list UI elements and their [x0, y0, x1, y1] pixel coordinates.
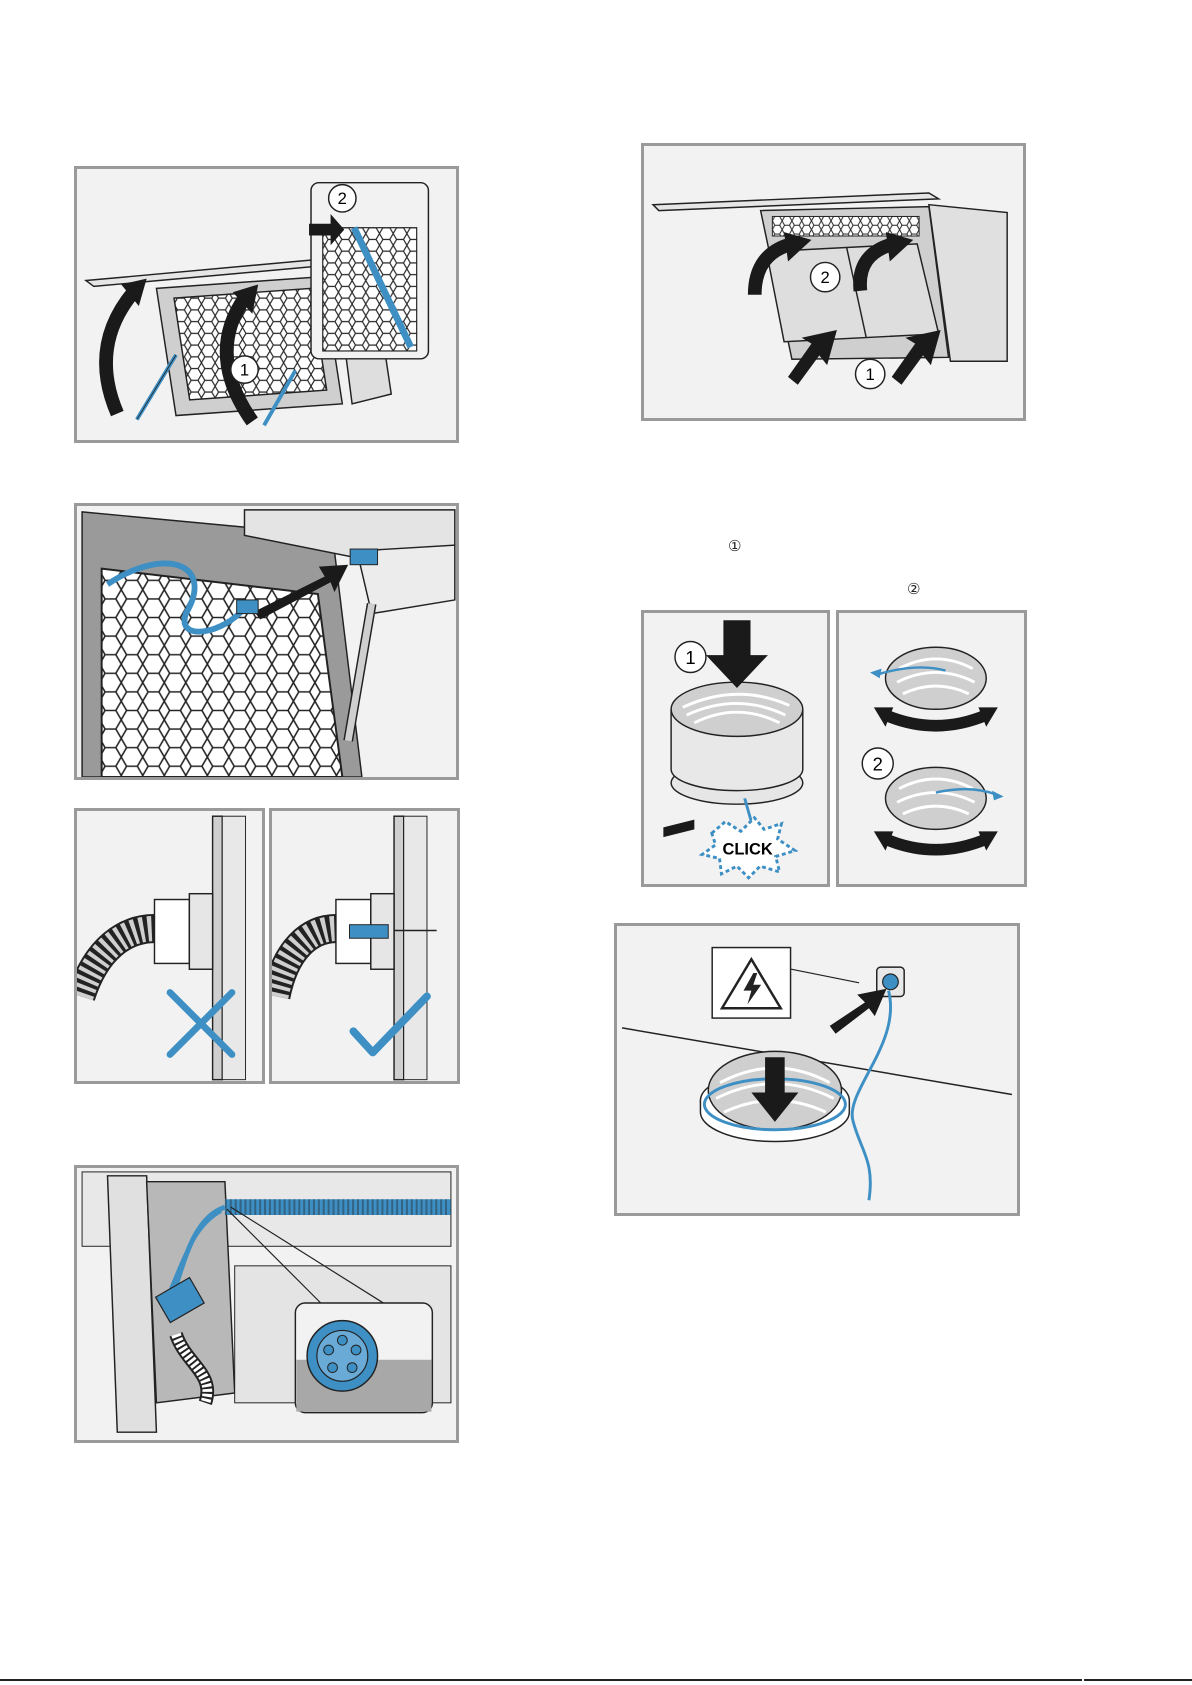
- fan-click-illustration: 1 CLICK: [644, 613, 827, 884]
- callout-1: 1: [240, 360, 249, 379]
- fan-rotate-illustration: 2: [839, 613, 1024, 884]
- page-bottom-rule: [0, 1679, 1192, 1681]
- step-marker-2: ②: [907, 582, 920, 597]
- callout-2: 2: [821, 268, 830, 287]
- figure-connection-wrong: [74, 808, 265, 1084]
- figure-plug-connector: [74, 503, 459, 780]
- connection-correct-illustration: [272, 811, 457, 1081]
- callout-2: 2: [338, 189, 347, 208]
- figure-fan-rotate: 2: [836, 610, 1027, 887]
- wiring-compartment-illustration: [77, 1168, 456, 1440]
- click-label: CLICK: [722, 841, 772, 859]
- figure-mains-plug: [614, 923, 1020, 1216]
- callout-1: 1: [866, 365, 875, 384]
- figure-fan-click: 1 CLICK: [641, 610, 830, 887]
- callout-1: 1: [685, 647, 695, 668]
- page-bottom-rule-gap: [1082, 1679, 1084, 1685]
- inset-strut-detail: [309, 183, 428, 359]
- figure-wiring-compartment: [74, 1165, 459, 1443]
- callout-2: 2: [873, 753, 883, 774]
- plug-connector-illustration: [77, 506, 456, 777]
- step-marker-1: ①: [728, 539, 741, 554]
- connection-wrong-illustration: [77, 811, 262, 1081]
- figure-insert-filter: 2 1: [641, 143, 1026, 421]
- mains-plug-illustration: [617, 926, 1017, 1213]
- open-flap-illustration: 1 2: [77, 169, 456, 440]
- figure-connection-correct: [269, 808, 460, 1084]
- warning-icon: [712, 948, 790, 1019]
- inset-cable-grommet: [295, 1303, 432, 1413]
- insert-filter-illustration: 2 1: [644, 146, 1023, 418]
- figure-open-flap: 1 2: [74, 166, 459, 443]
